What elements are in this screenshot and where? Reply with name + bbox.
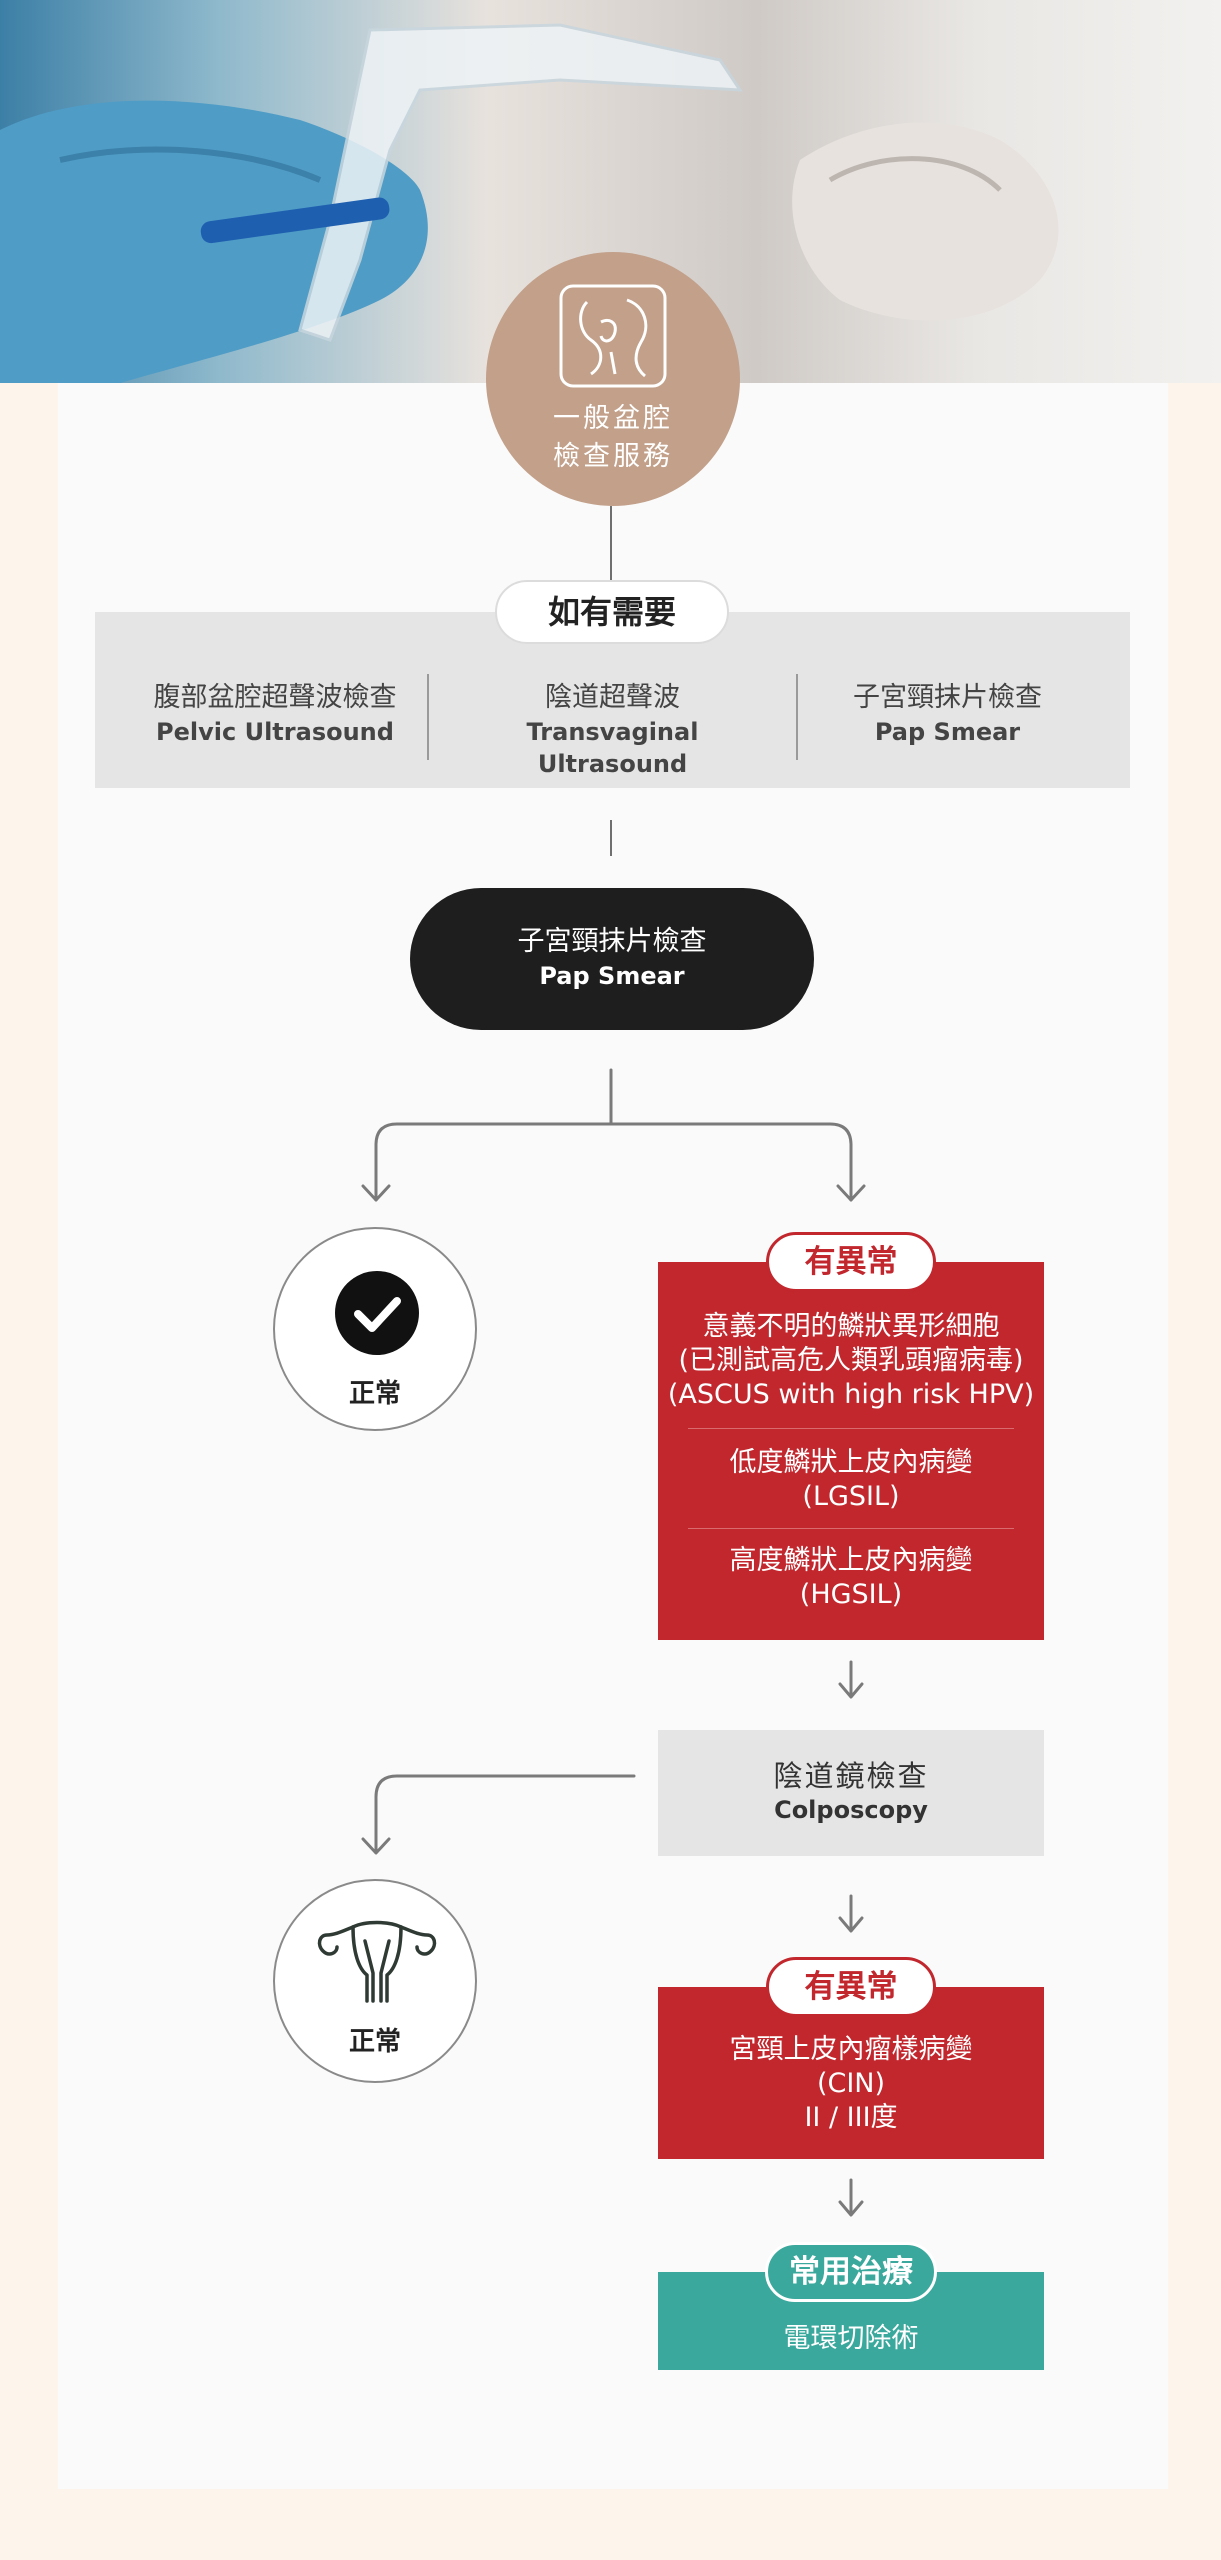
optional-label: 如有需要 xyxy=(495,580,729,644)
pap-zh: 子宮頸抹片檢查 xyxy=(517,926,707,957)
finding-line: II / III度 xyxy=(804,2102,898,2133)
service-transvaginal-ultrasound: 陰道超聲波 Transvaginal Ultrasound xyxy=(455,680,770,780)
finding-ascus: 意義不明的鱗狀異形細胞 (已測試高危人類乳頭瘤病毒) (ASCUS with h… xyxy=(658,1310,1044,1412)
service-zh: 腹部盆腔超聲波檢查 xyxy=(153,682,397,713)
finding-hgsil: 高度鱗狀上皮內病變 (HGSIL) xyxy=(658,1544,1044,1612)
check-circle-icon xyxy=(335,1271,419,1355)
connector-line xyxy=(610,820,612,856)
normal-label: 正常 xyxy=(348,1379,401,1409)
treatment-item: 電環切除術 xyxy=(783,2323,919,2354)
finding-lgsil: 低度鱗狀上皮內病變 (LGSIL) xyxy=(658,1446,1044,1514)
service-pap-smear: 子宮頸抹片檢查 Pap Smear xyxy=(810,680,1085,748)
service-en: Transvaginal Ultrasound xyxy=(526,718,699,778)
divider xyxy=(427,674,429,760)
service-zh: 子宮頸抹片檢查 xyxy=(853,682,1042,713)
finding-line: (ASCUS with high risk HPV) xyxy=(667,1379,1035,1410)
pap-smear-step: 子宮頸抹片檢查 Pap Smear xyxy=(410,888,814,1030)
hero-photo xyxy=(0,23,1059,383)
normal-label: 正常 xyxy=(348,2027,401,2057)
pelvis-icon xyxy=(559,284,667,388)
connector-line xyxy=(610,506,612,584)
service-title-line2: 檢查服務 xyxy=(553,441,673,472)
finding-line: (CIN) xyxy=(816,2068,886,2099)
cin-finding: 宮頸上皮內瘤樣病變 (CIN) II / III度 xyxy=(658,2033,1044,2135)
normal-result-2: 正常 xyxy=(273,1879,477,2083)
service-zh: 陰道超聲波 xyxy=(545,682,680,713)
colposcopy-zh: 陰道鏡檢查 xyxy=(773,1759,929,1793)
service-pelvic-ultrasound: 腹部盆腔超聲波檢查 Pelvic Ultrasound xyxy=(120,680,430,748)
finding-line: 宮頸上皮內瘤樣病變 xyxy=(729,2034,973,2065)
finding-line: 低度鱗狀上皮內病變 xyxy=(729,1447,973,1478)
divider xyxy=(796,674,798,760)
separator xyxy=(688,1528,1014,1529)
separator xyxy=(688,1428,1014,1429)
abnormal-findings-box: 意義不明的鱗狀異形細胞 (已測試高危人類乳頭瘤病毒) (ASCUS with h… xyxy=(658,1262,1044,1640)
finding-line: (HGSIL) xyxy=(799,1579,903,1610)
colposcopy-en: Colposcopy xyxy=(774,1796,928,1824)
service-en: Pelvic Ultrasound xyxy=(156,718,394,746)
pelvic-service-badge: 一般盆腔 檢查服務 xyxy=(486,252,740,506)
finding-line: (已測試高危人類乳頭瘤病毒) xyxy=(678,1345,1024,1376)
normal-result-1: 正常 xyxy=(273,1227,477,1431)
pap-en: Pap Smear xyxy=(539,962,685,990)
service-en: Pap Smear xyxy=(874,718,1021,746)
finding-line: (LGSIL) xyxy=(802,1481,900,1512)
uterus-icon xyxy=(317,1920,437,2003)
abnormal-badge: 有異常 xyxy=(766,1957,936,2017)
service-title-line1: 一般盆腔 xyxy=(553,403,673,434)
abnormal-badge: 有異常 xyxy=(766,1232,936,1292)
finding-line: 意義不明的鱗狀異形細胞 xyxy=(702,1311,1000,1342)
service-title: 一般盆腔 檢查服務 xyxy=(486,400,740,476)
treatment-badge: 常用治療 xyxy=(765,2242,937,2302)
finding-line: 高度鱗狀上皮內病變 xyxy=(729,1545,973,1576)
colposcopy-step: 陰道鏡檢查 Colposcopy xyxy=(658,1730,1044,1856)
